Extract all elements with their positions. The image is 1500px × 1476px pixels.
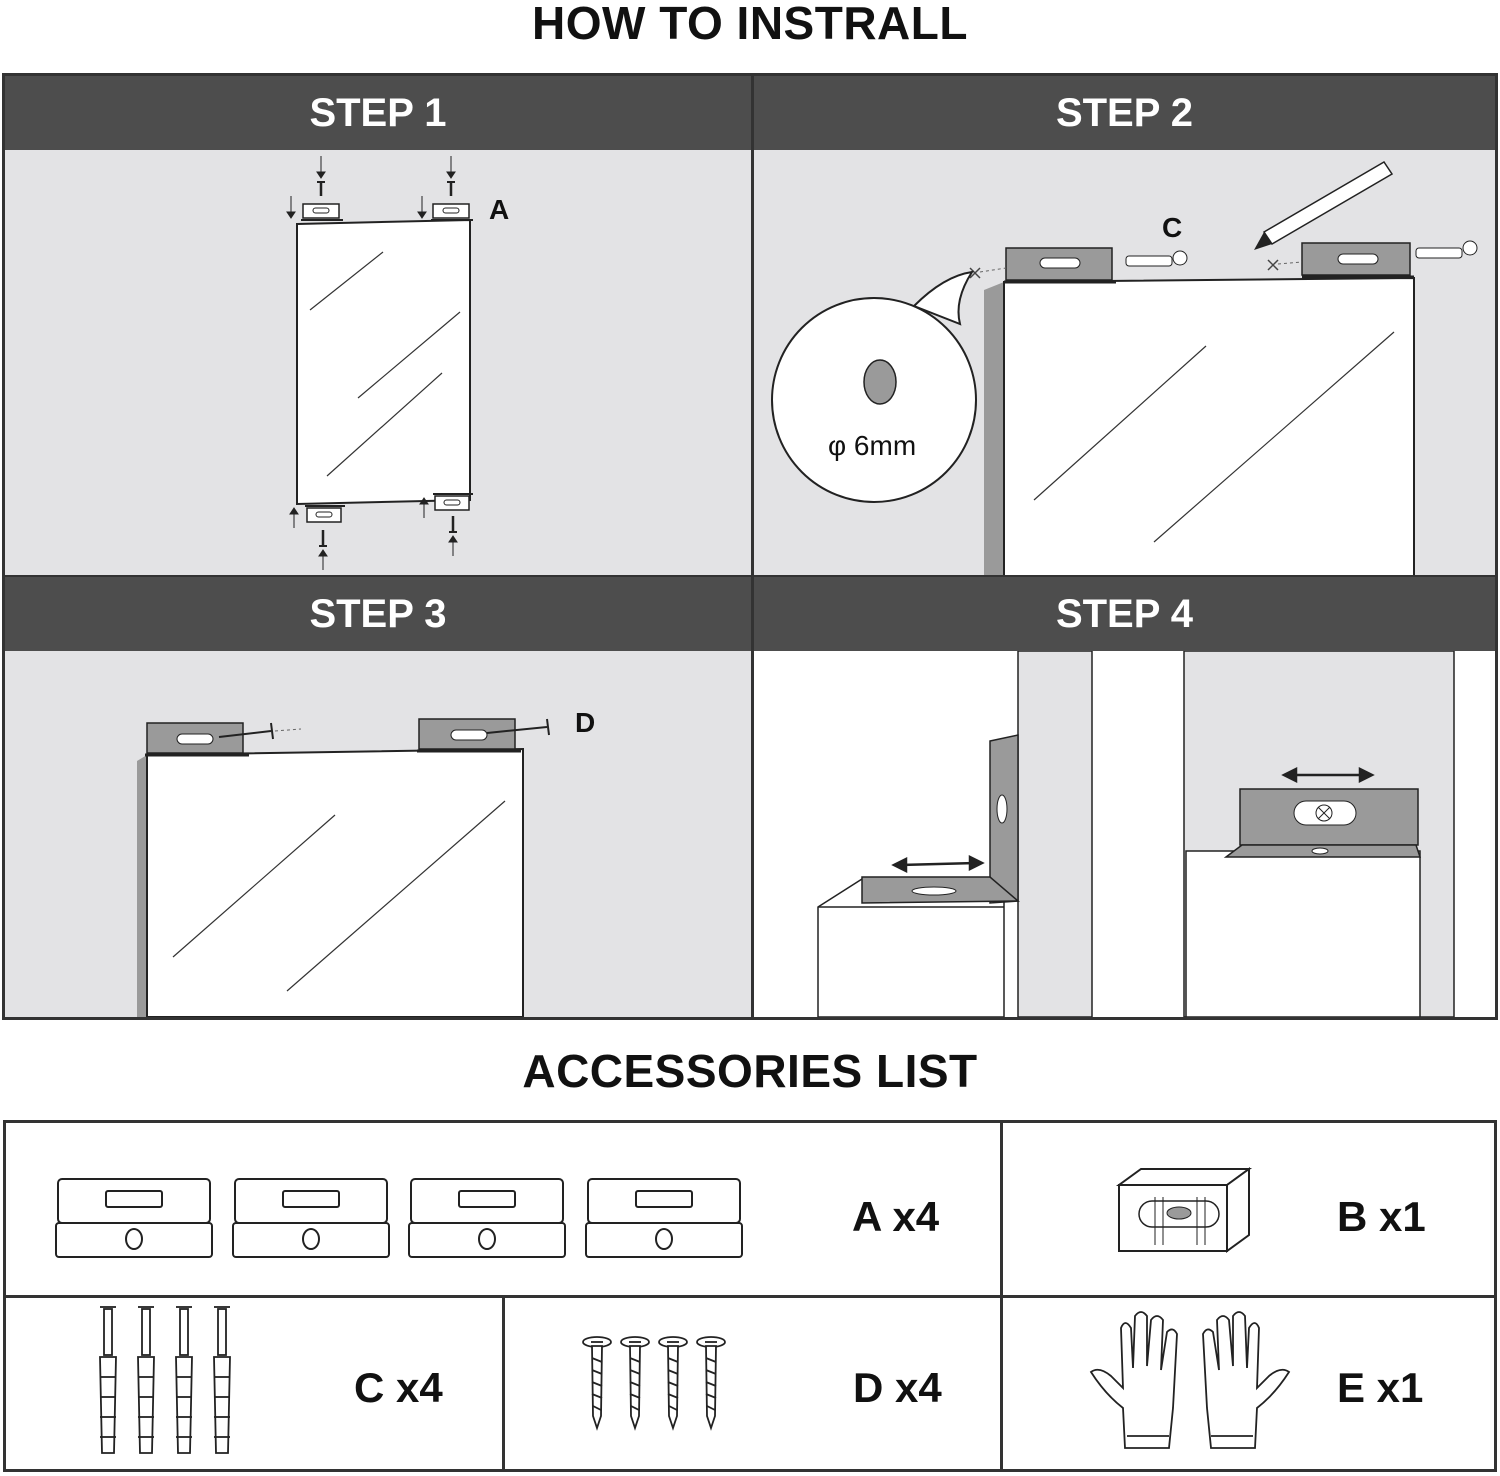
accessory-e-label: E x1 <box>1337 1364 1424 1411</box>
step-4-header: STEP 4 <box>754 577 1495 651</box>
step-3-header: STEP 3 <box>5 577 751 651</box>
bracket-icon <box>1223 788 1422 858</box>
gloves-icon <box>1089 1311 1291 1449</box>
bracket-icon <box>861 734 1020 904</box>
steps-grid: STEP 1 <box>2 73 1498 1020</box>
step-1-illustration: A <box>5 150 751 576</box>
callout-c: C <box>1162 212 1183 243</box>
page-title: HOW TO INSTRALL <box>532 0 968 49</box>
bracket-icon <box>1004 247 1116 284</box>
accessory-d-label: D x4 <box>853 1364 942 1411</box>
step-2-illustration: C φ 6mm <box>754 150 1495 576</box>
step-4-panel: STEP 4 <box>754 577 1495 1017</box>
step-2-panel: STEP 2 <box>754 76 1495 576</box>
accessory-b-cell: B x1 <box>1003 1123 1494 1295</box>
column-divider <box>751 76 754 1017</box>
screw-icon <box>582 1336 726 1431</box>
bracket-icon <box>301 203 343 221</box>
callout-a: A <box>489 194 510 225</box>
step-3-illustration: D <box>5 651 751 1017</box>
bracket-icon <box>55 1178 743 1258</box>
accessory-d-cell: D x4 <box>505 1298 1000 1469</box>
accessories-table: A x4 B x1 C x4 <box>3 1120 1497 1472</box>
step-3-panel: STEP 3 <box>5 577 751 1017</box>
accessory-c-label: C x4 <box>354 1364 443 1411</box>
accessory-a-cell: A x4 <box>6 1123 1000 1295</box>
detail-bubble <box>771 270 977 503</box>
accessory-e-cell: E x1 <box>1003 1298 1494 1469</box>
accessories-title: ACCESSORIES LIST <box>522 1045 978 1097</box>
callout-d: D <box>575 707 596 738</box>
row-divider <box>5 575 1495 577</box>
accessory-c-cell: C x4 <box>6 1298 502 1469</box>
accessory-a-label: A x4 <box>852 1193 940 1240</box>
bracket-icon <box>145 722 249 757</box>
step-4-illustration <box>754 651 1495 1017</box>
wall-anchor-icon <box>99 1306 231 1454</box>
pencil-icon <box>1254 160 1394 250</box>
step-2-header: STEP 2 <box>754 76 1495 150</box>
spirit-level-icon <box>1115 1167 1253 1253</box>
hole-diameter-label: φ 6mm <box>828 430 917 461</box>
accessory-b-label: B x1 <box>1337 1193 1426 1240</box>
step-1-header: STEP 1 <box>5 76 751 150</box>
step-1-panel: STEP 1 <box>5 76 751 576</box>
